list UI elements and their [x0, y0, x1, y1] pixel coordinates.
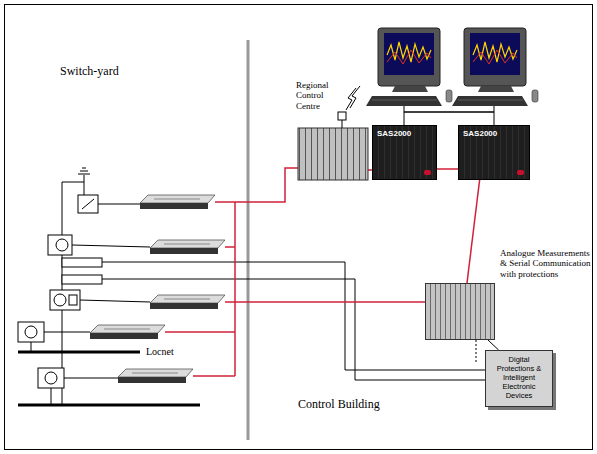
- protection-box: Digital Protections & Intelligent Electr…: [485, 350, 553, 407]
- bus-label: Locnet: [146, 346, 174, 357]
- network-link: [467, 180, 480, 283]
- area-label: Control Building: [298, 397, 380, 412]
- site-label: Regional Control Centre: [296, 80, 338, 111]
- box-text: SAS2000: [459, 126, 529, 141]
- sas-unit: SAS2000: [372, 125, 437, 180]
- io-rack: Analogue Measurements & Serial Communica…: [425, 283, 495, 340]
- sas-unit: SAS2000: [458, 125, 530, 180]
- box-text: Digital Protections & Intelligent Electr…: [486, 351, 552, 404]
- network-link: [488, 340, 499, 350]
- area-label: Switch-yard: [60, 64, 119, 79]
- network-link: [437, 168, 458, 170]
- box-text: SAS2000: [373, 126, 436, 141]
- rack-label: Analogue Measurements & Serial Communica…: [500, 248, 594, 279]
